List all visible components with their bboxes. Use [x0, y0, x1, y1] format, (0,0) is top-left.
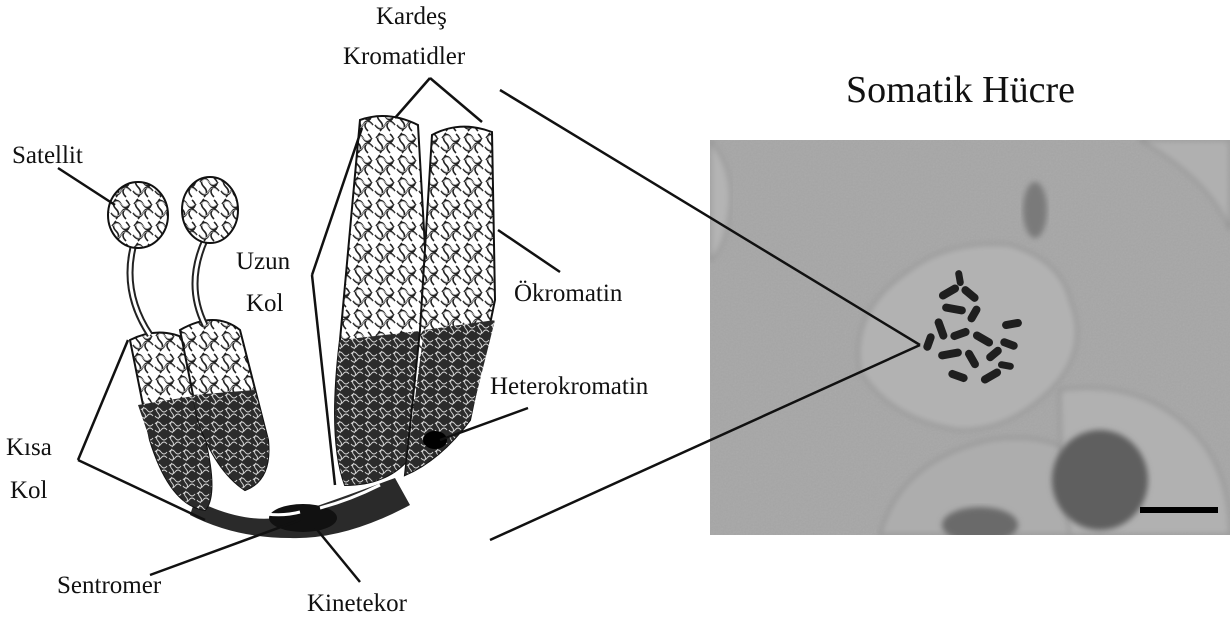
label-heterochromatin: Heterokromatin — [490, 373, 648, 400]
label-satellite: Satellit — [12, 142, 83, 169]
label-kinetochore: Kinetekor — [307, 590, 407, 617]
label-short-arm-2: Kol — [10, 477, 48, 504]
micrograph-title: Somatik Hücre — [846, 70, 1075, 110]
label-centromere: Sentromer — [57, 572, 161, 599]
label-sister-chromatids-1: Kardeş — [376, 3, 447, 30]
label-long-arm-1: Uzun — [236, 248, 290, 275]
label-long-arm-2: Kol — [246, 290, 284, 317]
label-short-arm-1: Kısa — [6, 434, 52, 461]
label-euchromatin: Ökromatin — [514, 280, 622, 307]
label-sister-chromatids-2: Kromatidler — [343, 43, 465, 70]
